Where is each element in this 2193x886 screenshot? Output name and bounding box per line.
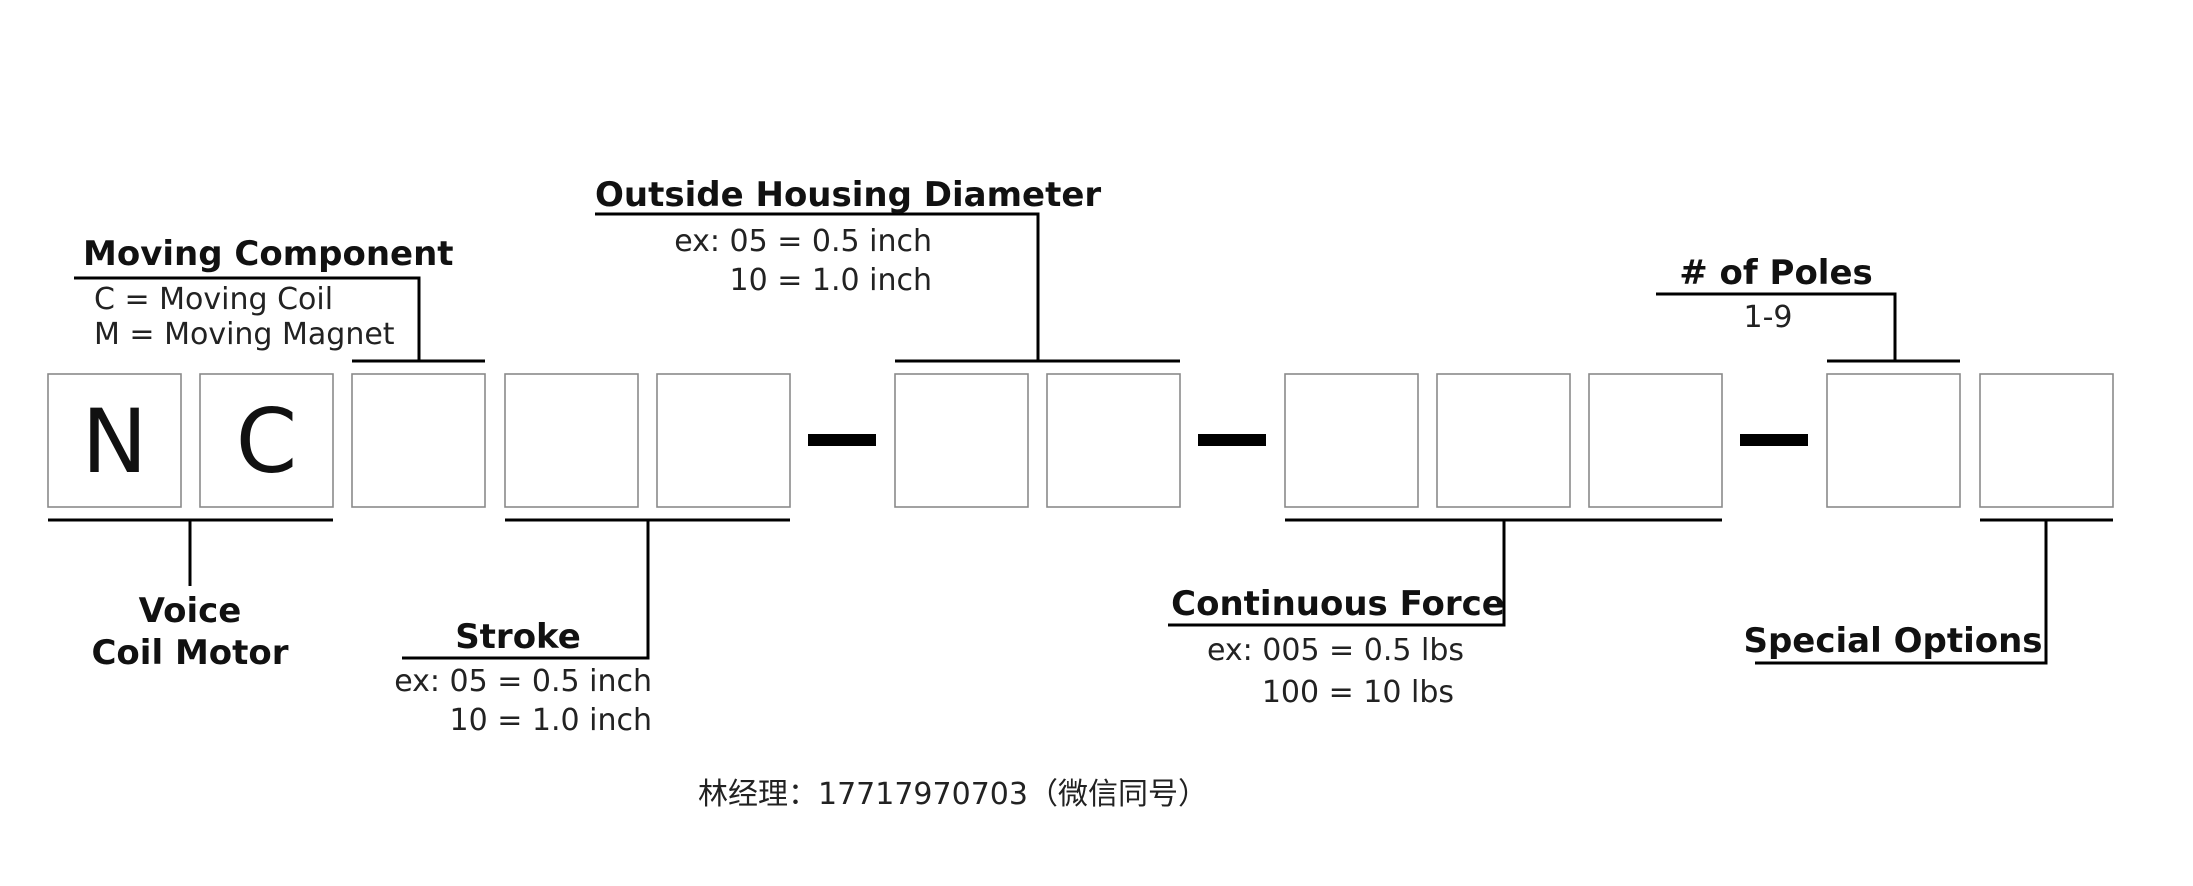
outside-housing-diameter-leader <box>595 212 1040 361</box>
poles-line-1: 1-9 <box>1744 300 1793 335</box>
continuous-force-leader <box>1168 520 1506 627</box>
separator-dash-1 <box>808 434 876 446</box>
outside-housing-diameter-line-2: 10 = 1.0 inch <box>730 263 933 298</box>
voice-coil-motor-title-2: Coil Motor <box>91 633 288 673</box>
poles-leader <box>1656 292 1897 361</box>
outside-housing-diameter-callout: Outside Housing Diameter ex: 05 = 0.5 in… <box>595 175 1180 363</box>
code-box-9 <box>1436 373 1571 508</box>
contact-info: 林经理：17717970703（微信同号） <box>698 777 1208 812</box>
separator-dash-3 <box>1740 434 1808 446</box>
stroke-leader <box>402 520 650 660</box>
code-box-1 <box>47 373 182 508</box>
moving-component-callout: Moving Component C = Moving Coil M = Mov… <box>74 234 485 363</box>
moving-component-line-1: C = Moving Coil <box>94 282 333 317</box>
stroke-line-2: 10 = 1.0 inch <box>450 703 653 738</box>
poles-title: # of Poles <box>1679 253 1873 293</box>
voice-coil-motor-title-1: Voice <box>139 591 242 631</box>
box-letter-c: C <box>236 390 297 493</box>
continuous-force-line-2: 100 = 10 lbs <box>1262 675 1454 710</box>
special-options-callout: Special Options <box>1743 518 2113 665</box>
special-options-title: Special Options <box>1743 621 2042 661</box>
voice-coil-motor-callout: Voice Coil Motor <box>48 518 333 673</box>
box-letter-n: N <box>82 390 148 493</box>
continuous-force-line-1: ex: 005 = 0.5 lbs <box>1207 633 1464 668</box>
code-boxes <box>47 373 2114 508</box>
poles-callout: # of Poles 1-9 <box>1656 253 1960 363</box>
stroke-callout: Stroke ex: 05 = 0.5 inch 10 = 1.0 inch <box>394 518 790 738</box>
code-box-4 <box>504 373 639 508</box>
code-box-3 <box>351 373 486 508</box>
code-box-8 <box>1284 373 1419 508</box>
outside-housing-diameter-line-1: ex: 05 = 0.5 inch <box>674 224 932 259</box>
code-box-7 <box>1046 373 1181 508</box>
moving-component-title: Moving Component <box>83 234 454 274</box>
code-box-10 <box>1588 373 1723 508</box>
continuous-force-title: Continuous Force <box>1171 584 1505 624</box>
code-box-11 <box>1826 373 1961 508</box>
moving-component-line-2: M = Moving Magnet <box>94 317 395 352</box>
code-box-2 <box>199 373 334 508</box>
stroke-line-1: ex: 05 = 0.5 inch <box>394 664 652 699</box>
outside-housing-diameter-title: Outside Housing Diameter <box>595 175 1101 215</box>
special-options-leader <box>1755 520 2048 665</box>
moving-component-leader <box>74 276 485 363</box>
continuous-force-callout: Continuous Force ex: 005 = 0.5 lbs 100 =… <box>1168 518 1722 710</box>
code-box-6 <box>894 373 1029 508</box>
stroke-title: Stroke <box>455 617 581 657</box>
code-box-12 <box>1979 373 2114 508</box>
separator-dash-2 <box>1198 434 1266 446</box>
code-box-5 <box>656 373 791 508</box>
